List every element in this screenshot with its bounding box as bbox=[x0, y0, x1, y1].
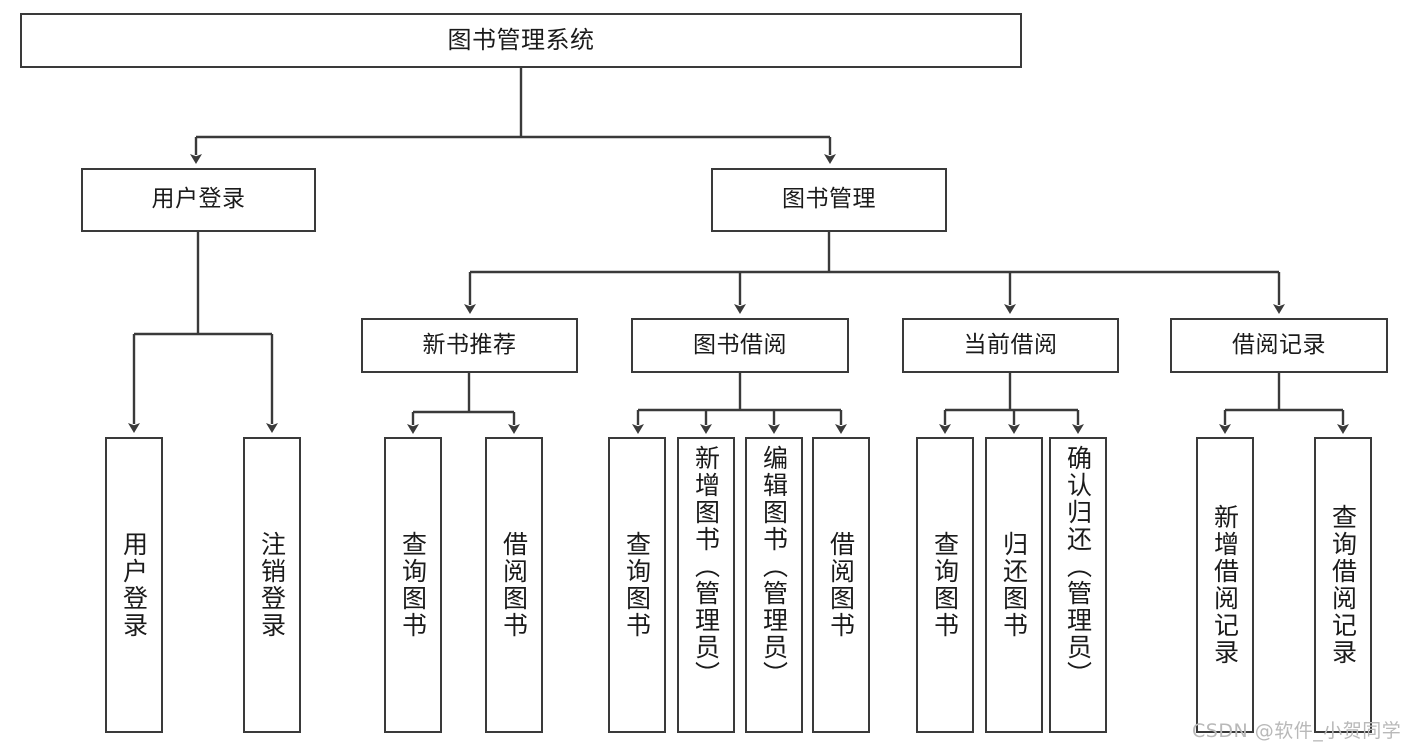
leaf-borrow-record-add[interactable]: 新增借阅记录 bbox=[1196, 437, 1254, 733]
leaf-current-borrow-confirm-return[interactable]: 确认归还（管理员） bbox=[1049, 437, 1107, 733]
node-label: 新增图书（管理员） bbox=[691, 445, 721, 688]
leaf-user-login-signin[interactable]: 用户登录 bbox=[105, 437, 163, 733]
node-label: 图书管理系统 bbox=[447, 26, 595, 55]
watermark-credit: CSDN @软件_小贺同学 bbox=[1192, 720, 1402, 742]
node-label: 借阅记录 bbox=[1232, 331, 1326, 358]
node-label: 借阅图书 bbox=[499, 531, 529, 639]
leaf-borrow-record-query[interactable]: 查询借阅记录 bbox=[1314, 437, 1372, 733]
leaf-current-borrow-return[interactable]: 归还图书 bbox=[985, 437, 1043, 733]
node-borrow-record[interactable]: 借阅记录 bbox=[1170, 318, 1388, 373]
node-label: 用户登录 bbox=[151, 186, 246, 213]
leaf-book-borrow-borrow[interactable]: 借阅图书 bbox=[812, 437, 870, 733]
node-book-management[interactable]: 图书管理 bbox=[711, 168, 947, 232]
leaf-new-book-query[interactable]: 查询图书 bbox=[384, 437, 442, 733]
node-label: 图书借阅 bbox=[693, 331, 787, 358]
node-root-system[interactable]: 图书管理系统 bbox=[20, 13, 1022, 68]
node-label: 查询图书 bbox=[622, 531, 652, 639]
node-user-login[interactable]: 用户登录 bbox=[81, 168, 316, 232]
node-new-book-recommend[interactable]: 新书推荐 bbox=[361, 318, 578, 373]
node-label: 编辑图书（管理员） bbox=[759, 445, 789, 688]
leaf-book-borrow-query[interactable]: 查询图书 bbox=[608, 437, 666, 733]
node-label: 图书管理 bbox=[782, 186, 876, 213]
node-label: 用户登录 bbox=[119, 531, 149, 639]
node-current-borrow[interactable]: 当前借阅 bbox=[902, 318, 1119, 373]
node-book-borrow[interactable]: 图书借阅 bbox=[631, 318, 849, 373]
leaf-current-borrow-query[interactable]: 查询图书 bbox=[916, 437, 974, 733]
node-label: 确认归还（管理员） bbox=[1063, 445, 1093, 688]
leaf-book-borrow-add[interactable]: 新增图书（管理员） bbox=[677, 437, 735, 733]
node-label: 当前借阅 bbox=[963, 331, 1058, 358]
leaf-book-borrow-edit[interactable]: 编辑图书（管理员） bbox=[745, 437, 803, 733]
node-label: 查询图书 bbox=[930, 531, 960, 639]
leaf-new-book-borrow[interactable]: 借阅图书 bbox=[485, 437, 543, 733]
node-label: 查询图书 bbox=[398, 531, 428, 639]
leaf-user-login-logout[interactable]: 注销登录 bbox=[243, 437, 301, 733]
node-label: 注销登录 bbox=[257, 531, 287, 639]
node-label: 借阅图书 bbox=[826, 531, 856, 639]
node-label: 查询借阅记录 bbox=[1328, 504, 1358, 666]
node-label: 新增借阅记录 bbox=[1210, 504, 1240, 666]
node-label: 归还图书 bbox=[999, 531, 1029, 639]
node-label: 新书推荐 bbox=[422, 331, 517, 358]
